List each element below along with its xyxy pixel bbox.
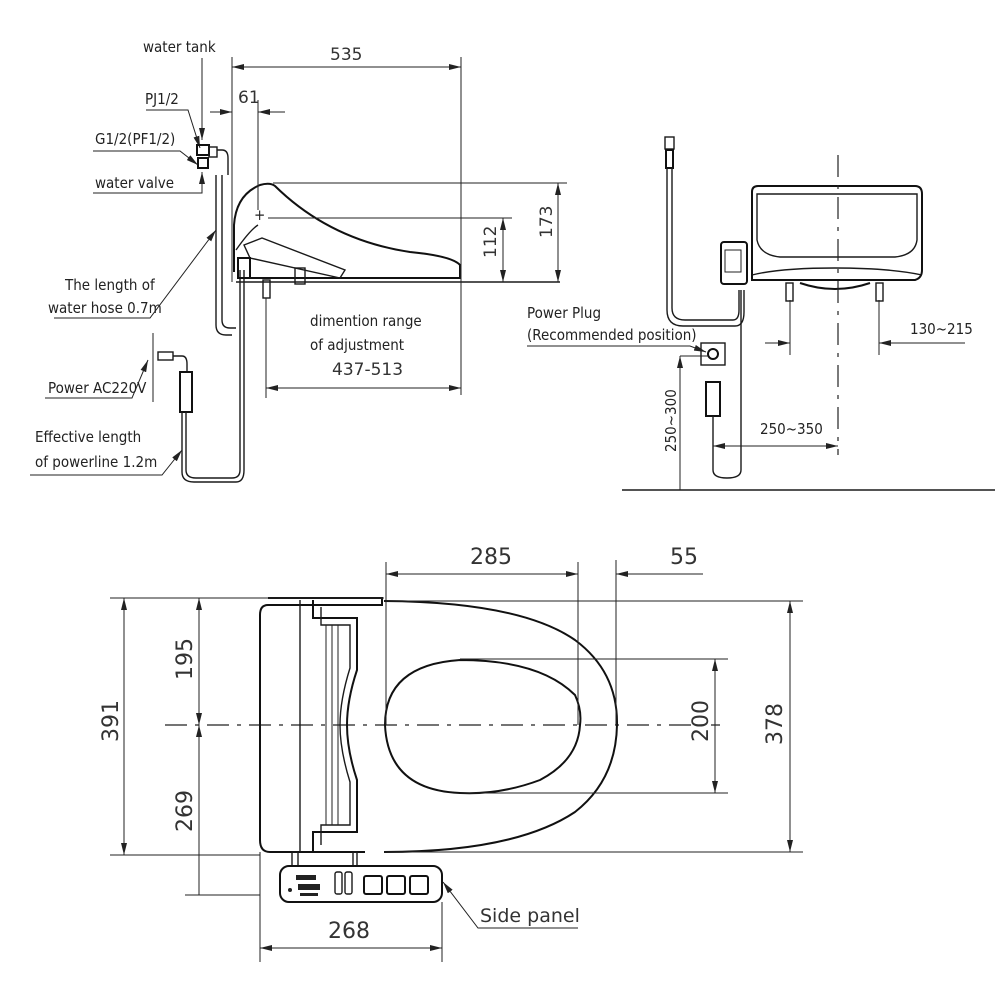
label-water-valve: water valve	[95, 174, 174, 192]
dim-total-width: 391	[99, 700, 124, 742]
label-pj: PJ1/2	[145, 90, 179, 108]
dim-opening-width: 200	[689, 700, 714, 742]
label-powerline-line1: Effective length	[35, 428, 141, 446]
side-view: water tank PJ1/2 G1/2(PF1/2) water valve…	[30, 38, 567, 483]
dim-hinge-offset: 61	[238, 88, 260, 108]
label-power-plug-line1: Power Plug	[527, 304, 601, 322]
label-hose-line2: water hose 0.7m	[48, 299, 162, 317]
label-adjust-line2: of adjustment	[310, 336, 404, 354]
dim-seat-length: 285	[470, 545, 512, 570]
dim-lower-half: 269	[173, 790, 198, 832]
label-powerline-line2: of powerline 1.2m	[35, 453, 157, 471]
svg-text:+: +	[254, 206, 265, 224]
label-adjust-line1: dimention range	[310, 312, 422, 330]
label-power: Power AC220V	[48, 379, 147, 397]
dim-adjust-range: 437-513	[332, 360, 403, 380]
side-panel	[279, 851, 443, 903]
label-power-plug-line2: (Recommended position)	[527, 326, 697, 344]
dim-seat-width: 378	[763, 703, 788, 745]
label-hose-line1: The length of	[64, 276, 156, 294]
dim-total-height: 173	[537, 206, 557, 238]
dim-total-length: 535	[330, 45, 362, 65]
label-side-panel: Side panel	[480, 905, 580, 927]
dim-panel-length: 268	[328, 919, 370, 944]
label-water-tank: water tank	[143, 38, 216, 56]
front-view: 130~215 Power Plug (Recommended position…	[520, 136, 995, 491]
dim-upper-half: 195	[173, 638, 198, 680]
dim-plug-height: 250~300	[662, 389, 680, 452]
dim-plug-offset: 250~350	[760, 420, 823, 438]
dim-front-gap: 55	[670, 545, 698, 570]
dim-bolt-spacing: 130~215	[910, 320, 973, 338]
top-view: 391 195 269 285 55 200 378	[99, 545, 803, 962]
label-g-thread: G1/2(PF1/2)	[95, 130, 175, 148]
dim-hinge-height: 112	[481, 226, 501, 258]
